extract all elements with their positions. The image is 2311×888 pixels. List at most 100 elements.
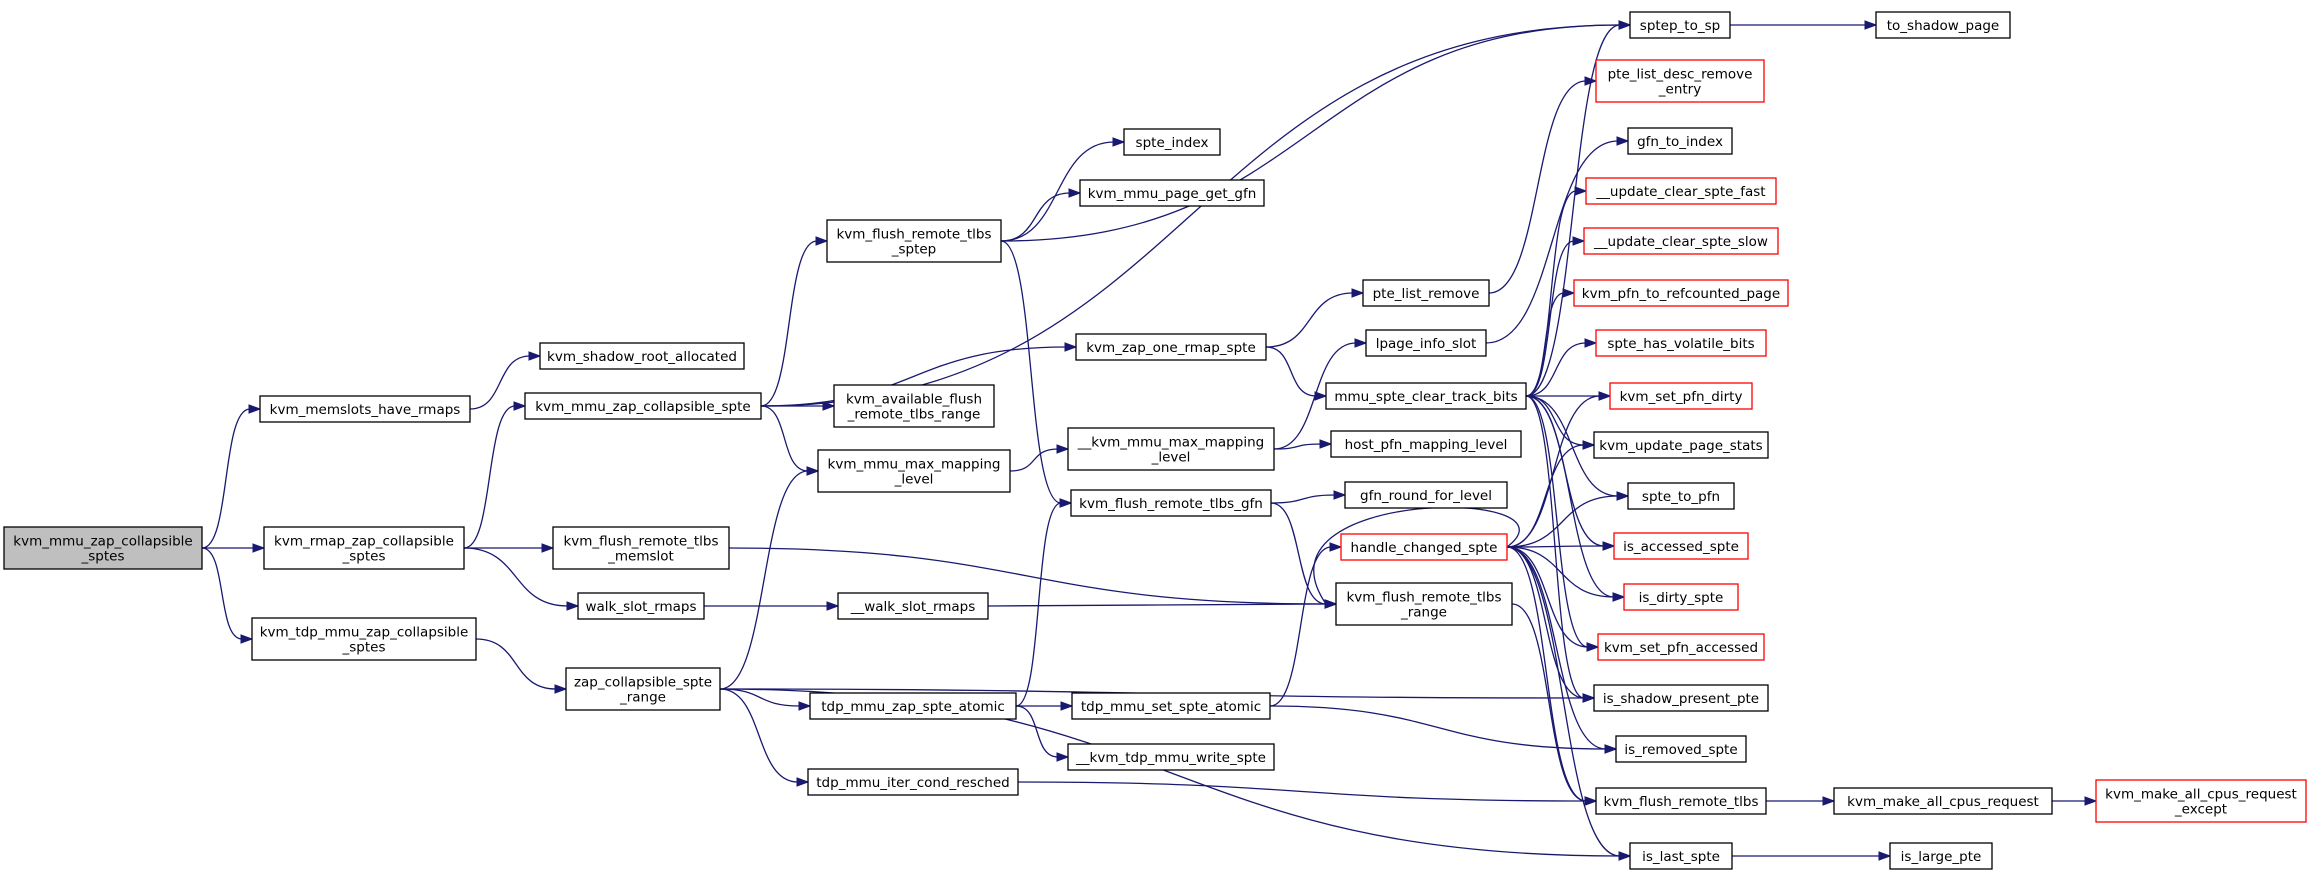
node-kvm-memslots-have-rmaps[interactable]: kvm_memslots_have_rmaps — [259, 395, 471, 423]
node-tdp-mmu-iter-cond-resched[interactable]: tdp_mmu_iter_cond_resched — [807, 768, 1019, 796]
node-kvm-available-flush-remote-tlbs-range[interactable]: kvm_available_flush_remote_tlbs_range — [833, 384, 995, 428]
node-kvm-pfn-to-refcounted-page[interactable]: kvm_pfn_to_refcounted_page — [1573, 279, 1789, 307]
node-label: gfn_to_index — [1637, 134, 1723, 150]
node-box — [809, 692, 1017, 720]
node-kvm-set-pfn-accessed[interactable]: kvm_set_pfn_accessed — [1597, 633, 1765, 661]
node-host-pfn-mapping-level[interactable]: host_pfn_mapping_level — [1330, 430, 1522, 458]
node-box — [1593, 431, 1769, 459]
edge — [201, 404, 262, 549]
node-zap-collapsible-spte-range[interactable]: zap_collapsible_spte_range — [565, 667, 721, 711]
node-kvm-zap-one-rmap-spte[interactable]: kvm_zap_one_rmap_spte — [1075, 333, 1267, 361]
arrowhead — [1060, 701, 1074, 711]
nodes-layer: kvm_mmu_zap_collapsible_sptes kvm_memslot… — [3, 11, 2307, 870]
node-box — [1609, 382, 1753, 410]
node-handle-changed-spte[interactable]: handle_changed_spte — [1340, 533, 1508, 561]
node-sptep-to-sp[interactable]: sptep_to_sp — [1629, 11, 1731, 39]
node-label: kvm_flush_remote_tlbs — [1603, 794, 1758, 810]
node-update-clear-spte-fast[interactable]: __update_clear_spte_fast — [1585, 177, 1777, 205]
node-kvm-flush-remote-tlbs-range[interactable]: kvm_flush_remote_tlbs_range — [1335, 582, 1513, 626]
node-label: tdp_mmu_iter_cond_resched — [816, 775, 1009, 791]
node-label: kvm_update_page_stats — [1599, 438, 1762, 454]
node-box — [524, 392, 762, 420]
node-box — [1079, 179, 1265, 207]
node-box — [1362, 279, 1490, 307]
edge — [475, 638, 568, 694]
node-label: is_large_pte — [1901, 849, 1982, 865]
arrowhead — [513, 401, 527, 411]
node-kvm-rmap-zap-collapsible-sptes[interactable]: kvm_rmap_zap_collapsible_sptes — [263, 526, 465, 570]
edge — [1732, 851, 1892, 861]
node-box — [1595, 59, 1765, 103]
node-mmu-spte-clear-track-bits[interactable]: mmu_spte_clear_track_bits — [1325, 382, 1527, 410]
node-label: tdp_mmu_zap_spte_atomic — [821, 699, 1005, 715]
node-kvm-flush-remote-tlbs-gfn[interactable]: kvm_flush_remote_tlbs_gfn — [1070, 489, 1272, 517]
node-kvm-update-page-stats[interactable]: kvm_update_page_stats — [1593, 431, 1769, 459]
node-kvm-mmu-max-mapping-level[interactable]: __kvm_mmu_max_mapping_level — [1067, 427, 1275, 471]
node-is-large-pte[interactable]: is_large_pte — [1889, 842, 1993, 870]
arrowhead — [1864, 20, 1878, 30]
edge — [2051, 796, 2098, 806]
edge — [719, 688, 810, 787]
node-kvm-tdp-mmu-zap-collapsible-sptes[interactable]: kvm_tdp_mmu_zap_collapsible_sptes — [251, 617, 477, 661]
arrowhead — [2084, 796, 2098, 806]
arrowhead — [541, 543, 555, 553]
node-kvm-mmu-zap-collapsible-spte[interactable]: kvm_mmu_zap_collapsible_spte — [524, 392, 762, 420]
node-box — [1340, 533, 1508, 561]
node-tdp-mmu-zap-spte-atomic[interactable]: tdp_mmu_zap_spte_atomic — [809, 692, 1017, 720]
node-is-removed-spte[interactable]: is_removed_spte — [1615, 735, 1747, 763]
node-label: _sptes — [342, 549, 386, 565]
arrowhead — [1582, 693, 1596, 703]
node-update-clear-spte-slow[interactable]: __update_clear_spte_slow — [1583, 227, 1779, 255]
edge — [1016, 701, 1074, 711]
node-label: kvm_mmu_page_get_gfn — [1088, 186, 1257, 202]
node-is-dirty-spte[interactable]: is_dirty_spte — [1623, 583, 1739, 611]
arrowhead — [1878, 851, 1892, 861]
node-kvm-tdp-mmu-write-spte[interactable]: __kvm_tdp_mmu_write_spte — [1067, 743, 1275, 771]
node-kvm-flush-remote-tlbs-sptep[interactable]: kvm_flush_remote_tlbs_sptep — [826, 219, 1002, 263]
node-label: spte_to_pfn — [1642, 489, 1720, 505]
arrowhead — [1616, 136, 1630, 146]
edge — [1506, 546, 1598, 806]
node-spte-to-pfn[interactable]: spte_to_pfn — [1627, 482, 1735, 510]
node-kvm-shadow-root-allocated[interactable]: kvm_shadow_root_allocated — [539, 342, 745, 370]
node-to-shadow-page[interactable]: to_shadow_page — [1875, 11, 2011, 39]
node-kvm-flush-remote-tlbs-memslot[interactable]: kvm_flush_remote_tlbs_memslot — [552, 526, 730, 570]
node-is-last-spte[interactable]: is_last_spte — [1629, 842, 1733, 870]
node-kvm-set-pfn-dirty[interactable]: kvm_set_pfn_dirty — [1609, 382, 1753, 410]
edge — [463, 547, 580, 611]
node-kvm-mmu-max-mapping-level[interactable]: kvm_mmu_max_mapping_level — [817, 449, 1011, 493]
edge — [1525, 288, 1576, 397]
node-is-accessed-spte[interactable]: is_accessed_spte — [1613, 532, 1749, 560]
node-spte-has-volatile-bits[interactable]: spte_has_volatile_bits — [1595, 329, 1767, 357]
arrowhead — [1616, 491, 1630, 501]
edge — [1000, 137, 1126, 242]
node-spte-index[interactable]: spte_index — [1123, 128, 1221, 156]
node-pte-list-desc-remove-entry[interactable]: pte_list_desc_remove_entry — [1595, 59, 1765, 103]
arrowhead — [1602, 541, 1616, 551]
node-walk-slot-rmaps[interactable]: walk_slot_rmaps — [577, 592, 705, 620]
node-label: kvm_mmu_zap_collapsible_spte — [535, 399, 750, 415]
edge — [463, 543, 555, 553]
arrowhead — [1586, 642, 1600, 652]
node-lpage-info-slot[interactable]: lpage_info_slot — [1365, 329, 1487, 357]
node-kvm-make-all-cpus-request[interactable]: kvm_make_all_cpus_request — [1833, 787, 2053, 815]
node-kvm-flush-remote-tlbs[interactable]: kvm_flush_remote_tlbs — [1595, 787, 1767, 815]
node-gfn-round-for-level[interactable]: gfn_round_for_level — [1344, 481, 1508, 509]
edge — [1506, 541, 1616, 551]
node-box — [1067, 427, 1275, 471]
node-kvm-mmu-zap-collapsible-sptes[interactable]: kvm_mmu_zap_collapsible_sptes — [3, 526, 203, 570]
node-box — [1597, 633, 1765, 661]
node-is-shadow-present-pte[interactable]: is_shadow_present_pte — [1593, 684, 1769, 712]
node-box — [1629, 842, 1733, 870]
arrowhead — [1068, 188, 1082, 198]
node-label: _except — [2174, 802, 2227, 818]
node-pte-list-remove[interactable]: pte_list_remove — [1362, 279, 1490, 307]
node-gfn-to-index[interactable]: gfn_to_index — [1627, 127, 1733, 155]
edge — [1765, 796, 1836, 806]
node-tdp-mmu-set-spte-atomic[interactable]: tdp_mmu_set_spte_atomic — [1071, 692, 1271, 720]
node-kvm-make-all-cpus-request-except[interactable]: kvm_make_all_cpus_request_except — [2095, 779, 2307, 823]
node-kvm-mmu-page-get-gfn[interactable]: kvm_mmu_page_get_gfn — [1079, 179, 1265, 207]
node-walk-slot-rmaps[interactable]: __walk_slot_rmaps — [837, 592, 989, 620]
node-label: kvm_make_all_cpus_request — [1847, 794, 2039, 810]
